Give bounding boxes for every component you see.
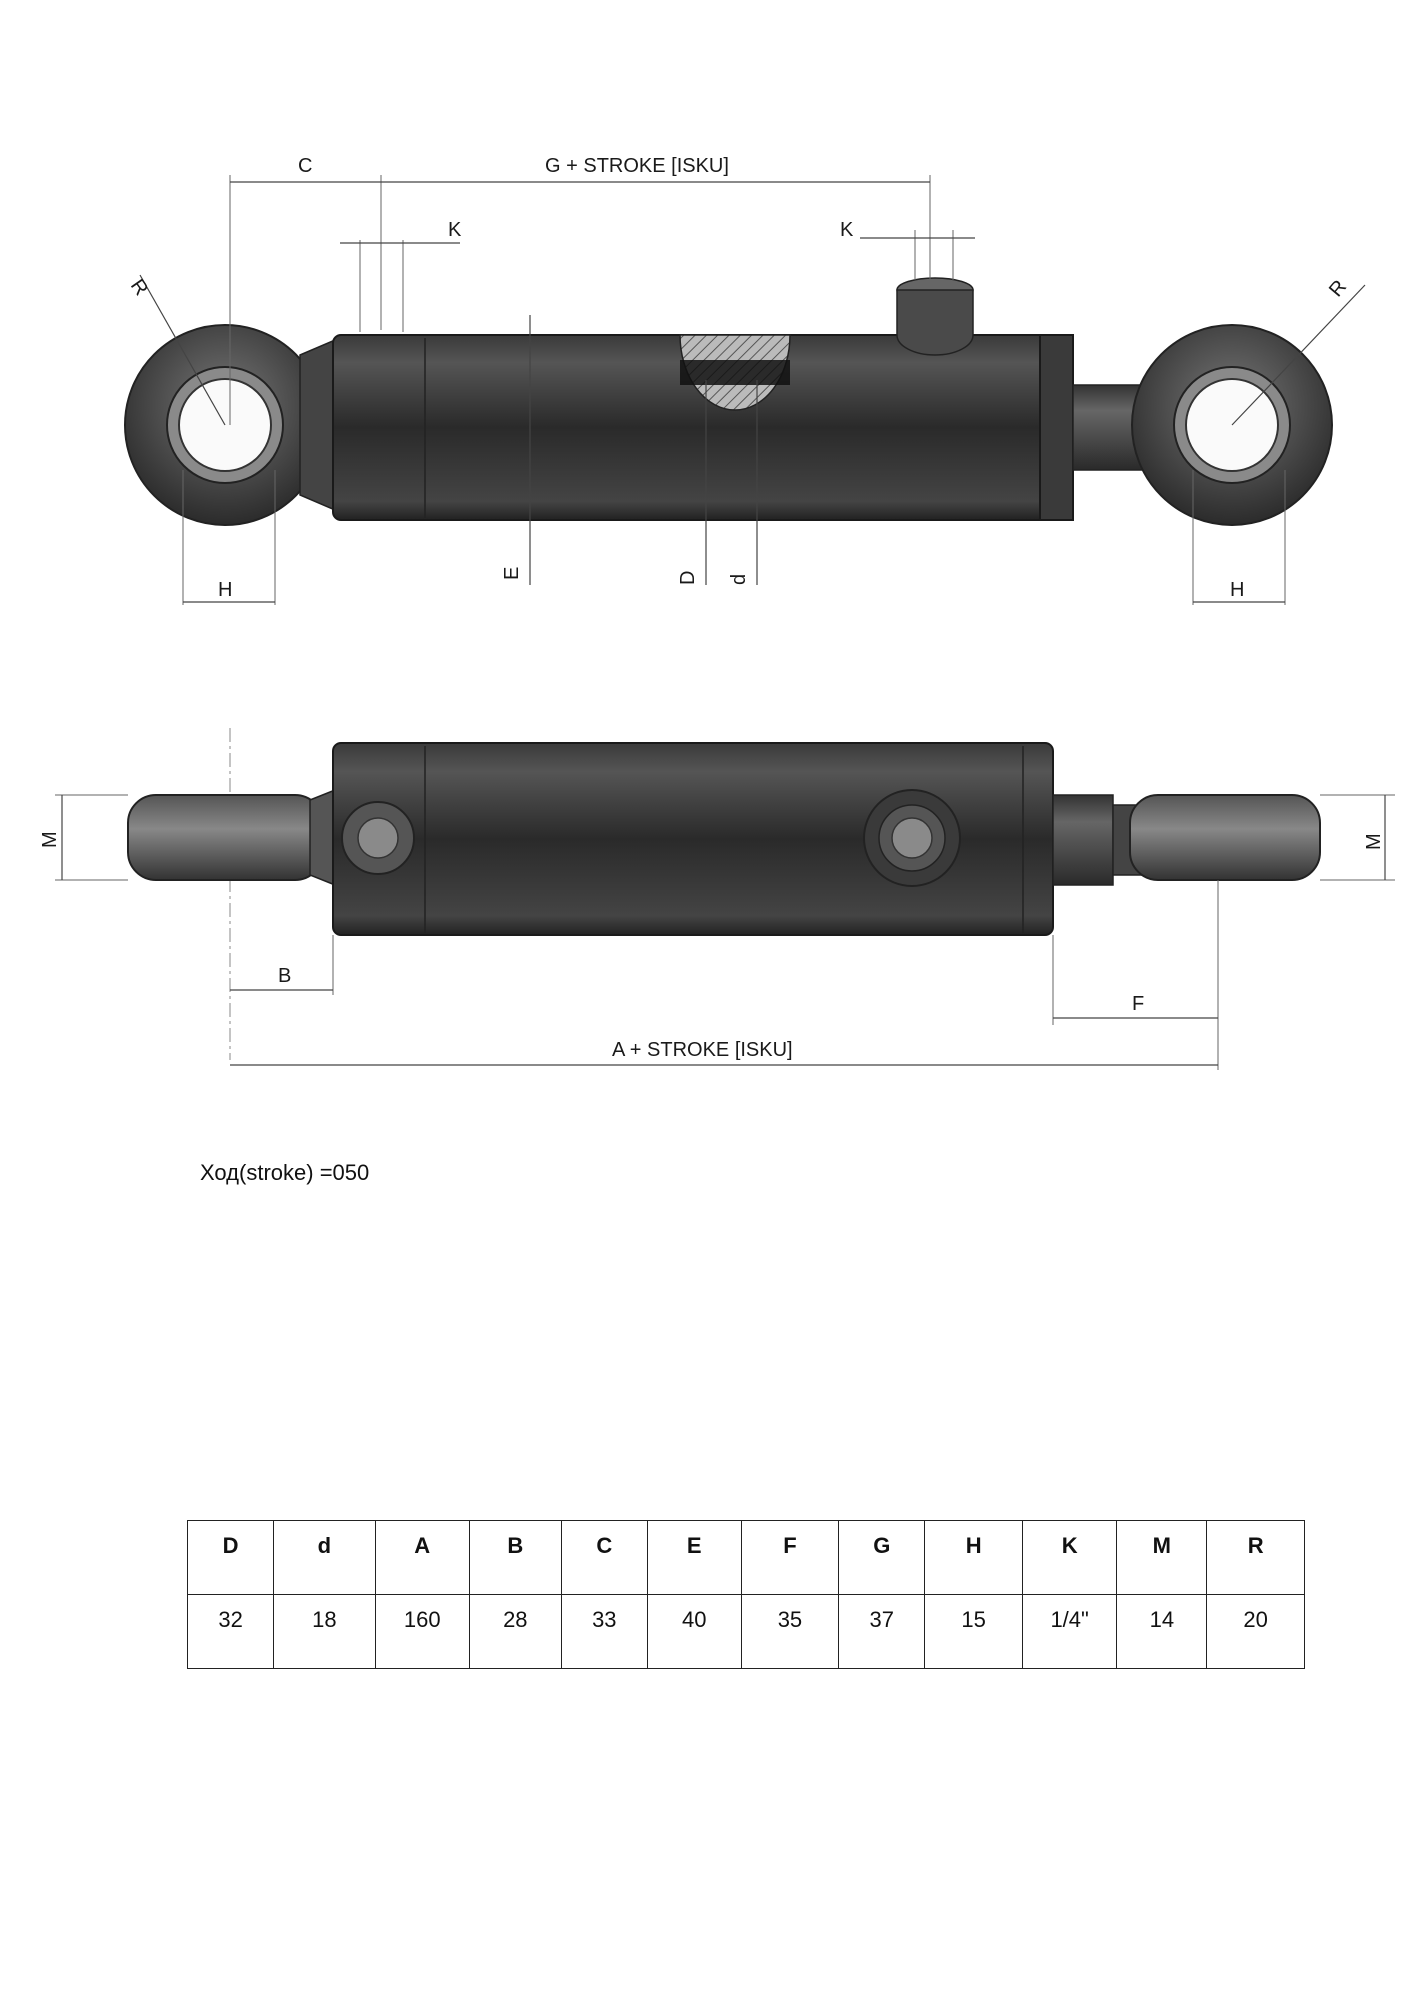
header-d: D [186, 1520, 275, 1595]
dim-d-lower-label: d [728, 574, 750, 585]
left-eye-side [127, 794, 324, 881]
dim-r-right-label: R [1325, 276, 1351, 301]
header-c: C [560, 1520, 648, 1595]
top-view: C G + STROKE [ISKU] K K R R H H E D d [124, 155, 1366, 605]
header-b: B [468, 1520, 562, 1595]
header-a: A [374, 1520, 470, 1595]
cell-d-small: 18 [273, 1594, 376, 1669]
dim-b-label: B [278, 965, 291, 987]
cell-d: 32 [186, 1594, 275, 1669]
cell-k: 1/4" [1021, 1594, 1118, 1669]
dim-r-left-label: R [126, 275, 152, 299]
cylinder-drawing: C G + STROKE [ISKU] K K R R H H E D d [39, 155, 1395, 1070]
dim-h-right-label: H [1230, 579, 1244, 601]
side-view: M M B F A + STROKE [ISKU] [39, 728, 1395, 1070]
header-e: E [646, 1520, 742, 1595]
cell-c: 33 [560, 1594, 648, 1669]
header-d-small: d [273, 1520, 376, 1595]
header-g: G [838, 1520, 926, 1595]
right-eye-side [1129, 794, 1321, 881]
dim-f-label: F [1132, 993, 1144, 1015]
dim-h-left-label: H [218, 579, 232, 601]
dim-k-left-label: K [448, 219, 462, 241]
cell-r: 20 [1206, 1594, 1305, 1669]
dim-g-label: G + STROKE [ISKU] [545, 155, 729, 177]
header-k: K [1021, 1520, 1118, 1595]
dim-c-label: C [298, 155, 312, 177]
cell-m: 14 [1116, 1594, 1208, 1669]
dim-m-right-label: M [1363, 833, 1385, 850]
header-m: M [1116, 1520, 1208, 1595]
stroke-note: Ход(stroke) =050 [200, 1160, 370, 1185]
cell-f: 35 [740, 1594, 840, 1669]
cell-e: 40 [646, 1594, 742, 1669]
cylinder-body-top [332, 277, 1074, 521]
header-h: H [924, 1520, 1023, 1595]
cell-a: 160 [374, 1594, 470, 1669]
dim-d-upper-label: D [677, 571, 699, 585]
dim-a-label: A + STROKE [ISKU] [612, 1039, 793, 1061]
dim-m-left-label: M [39, 831, 61, 848]
header-r: R [1206, 1520, 1305, 1595]
header-f: F [740, 1520, 840, 1595]
cell-g: 37 [838, 1594, 926, 1669]
dim-k-right-label: K [840, 219, 854, 241]
dim-e-label: E [501, 567, 523, 580]
cell-b: 28 [468, 1594, 562, 1669]
cell-h: 15 [924, 1594, 1023, 1669]
